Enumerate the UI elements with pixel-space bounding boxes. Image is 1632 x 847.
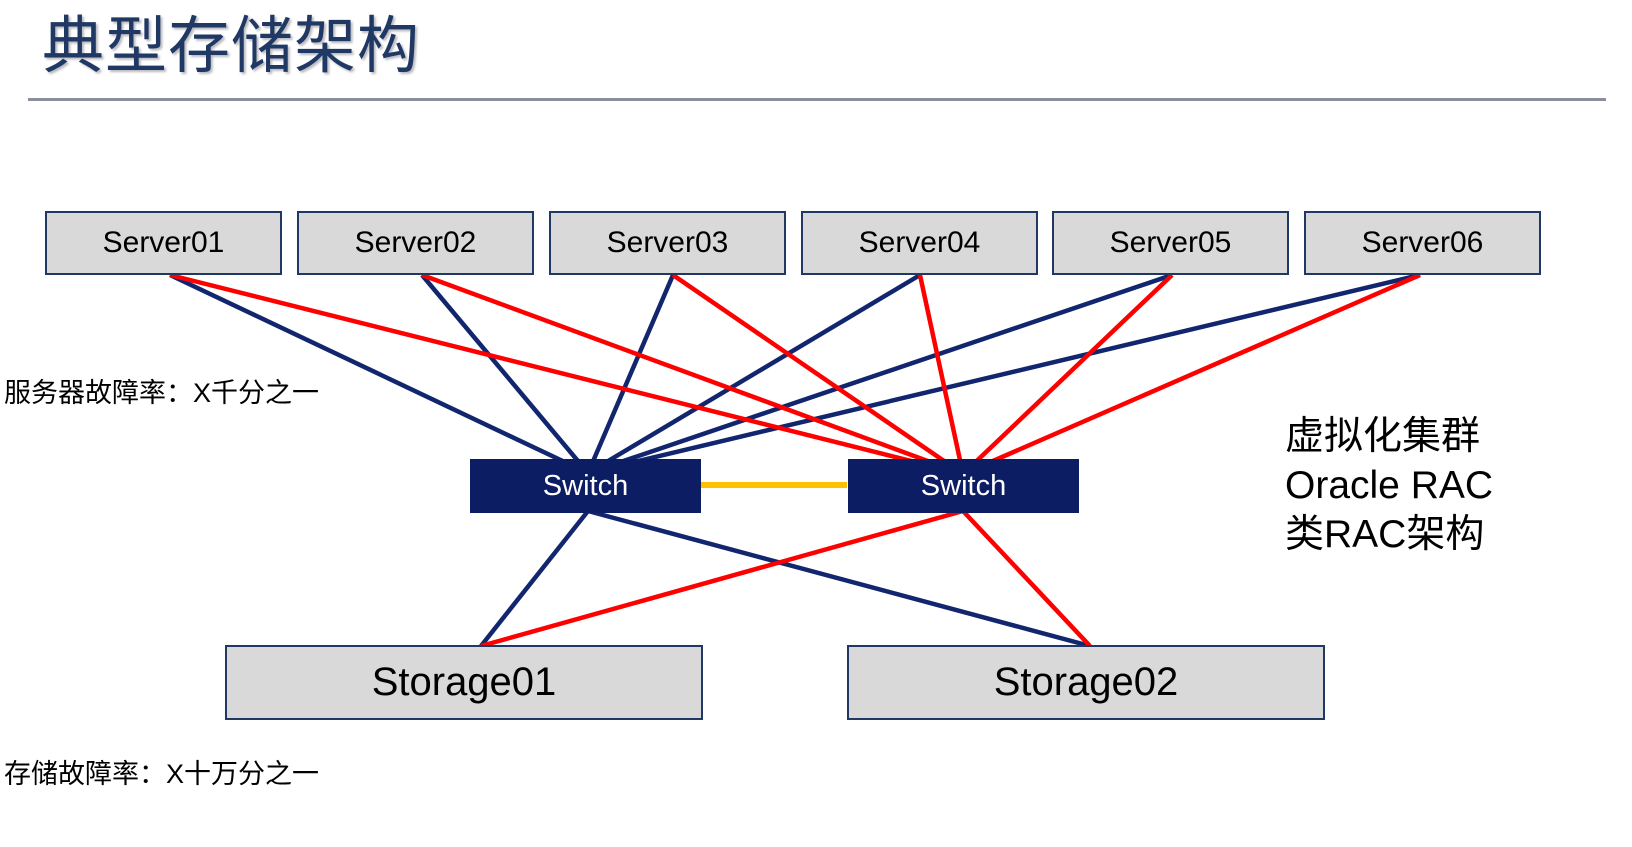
links-servers-to-right-switch [169, 272, 1421, 477]
server-node-6[interactable]: Server06 [1304, 211, 1541, 275]
connection-line [479, 509, 590, 648]
switch-node-label: Switch [920, 469, 1007, 502]
cluster-note-line-3: 类RAC架构 [1285, 513, 1485, 556]
storage-node-2[interactable]: Storage02 [847, 645, 1325, 720]
storage-failure-rate-label: 存储故障率：X十万分之一 [4, 759, 320, 789]
server-node-3[interactable]: Server03 [549, 211, 786, 275]
links-servers-to-left-switch [169, 272, 1421, 476]
cluster-note-line-2: Oracle RAC [1285, 464, 1494, 507]
storage-node-label: Storage01 [371, 660, 557, 704]
server-node-label: Server02 [354, 226, 477, 259]
connection-line [587, 272, 1421, 476]
links-left-switch-to-storage [479, 508, 1091, 649]
connection-line [585, 274, 676, 474]
connection-line [587, 272, 1173, 476]
connection-line [480, 508, 964, 649]
connection-line [671, 273, 965, 476]
server-node-label: Server06 [1361, 226, 1484, 259]
server-node-5[interactable]: Server05 [1052, 211, 1289, 275]
connection-line [587, 508, 1091, 649]
connection-line [917, 274, 966, 475]
server-node-label: Server05 [1109, 226, 1232, 259]
connection-line [421, 272, 964, 477]
title-divider [28, 98, 1606, 101]
storage-node-label: Storage02 [993, 660, 1179, 704]
links-right-switch-to-storage [480, 508, 1092, 649]
connection-line [961, 509, 1092, 648]
server-node-1[interactable]: Server01 [45, 211, 282, 275]
connection-line [586, 273, 922, 475]
connection-line [169, 272, 589, 476]
connection-line [169, 272, 964, 477]
switch-node-label: Switch [542, 469, 629, 502]
cluster-note-line-1: 虚拟化集群 [1285, 415, 1481, 458]
server-node-label: Server03 [606, 226, 729, 259]
server-failure-rate-label: 服务器故障率：X千分之一 [4, 378, 320, 408]
server-node-label: Server04 [858, 226, 981, 259]
server-node-4[interactable]: Server04 [801, 211, 1038, 275]
connection-line [420, 273, 590, 475]
switch-node-2[interactable]: Switch [848, 459, 1079, 513]
server-node-label: Server01 [102, 226, 225, 259]
connection-line [961, 273, 1174, 476]
server-node-2[interactable]: Server02 [297, 211, 534, 275]
storage-node-1[interactable]: Storage01 [225, 645, 703, 720]
cluster-notes: 虚拟化集群 Oracle RAC 类RAC架构 [1285, 412, 1493, 559]
connection-line [962, 272, 1421, 477]
page-title: 典型存储架构 [42, 12, 421, 81]
switch-node-1[interactable]: Switch [470, 459, 701, 513]
